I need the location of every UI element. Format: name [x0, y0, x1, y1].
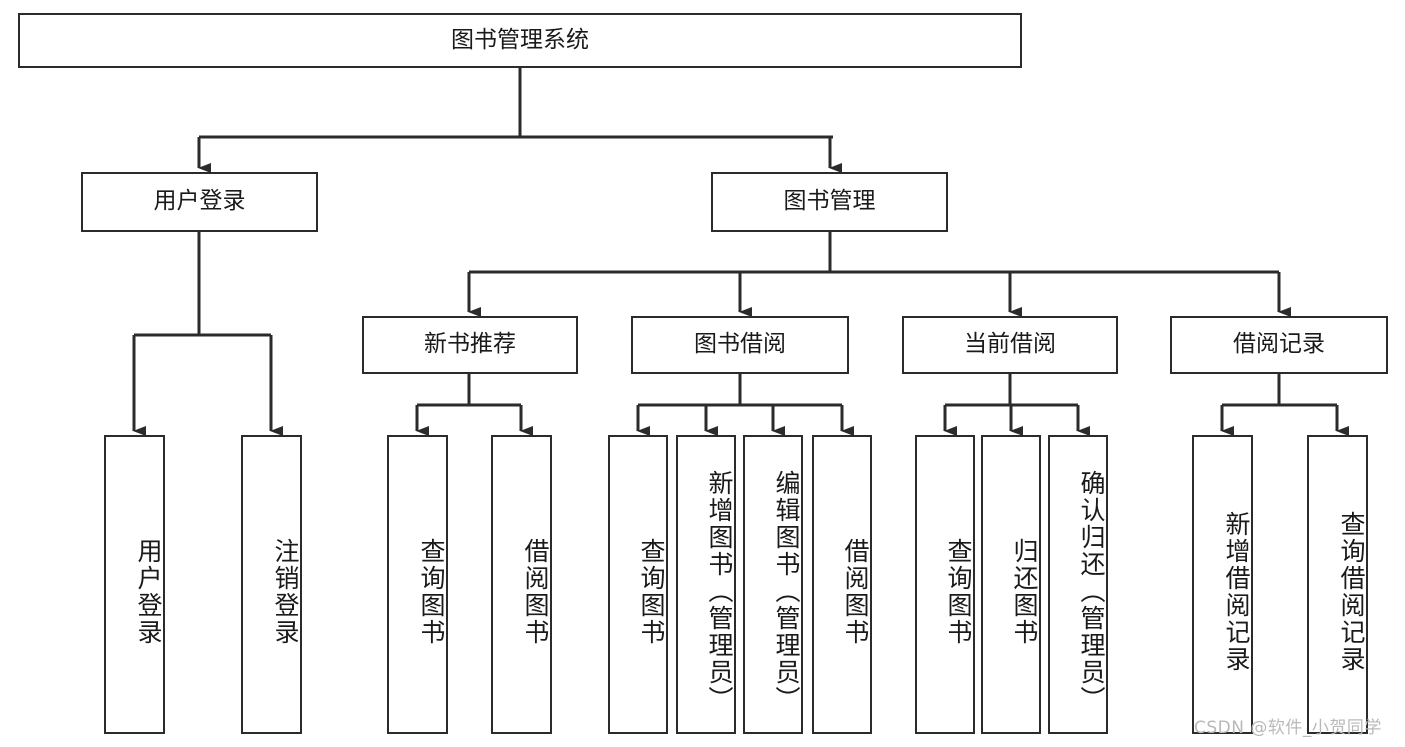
node-leaf-query-book-3-label: 查询图书 — [944, 537, 973, 646]
node-book-management-label: 图书管理 — [783, 188, 876, 215]
node-borrow-record-label: 借阅记录 — [1233, 331, 1325, 358]
node-leaf-query-book-2-label: 查询图书 — [637, 537, 666, 646]
node-leaf-borrow-book-2[interactable]: 借阅图书 — [812, 435, 872, 734]
csdn-watermark: CSDN @软件_小贺同学 — [1194, 718, 1382, 738]
node-leaf-query-book-1-label: 查询图书 — [417, 537, 446, 646]
node-leaf-add-record-label: 新增借阅记录 — [1222, 510, 1251, 673]
node-leaf-query-book-2[interactable]: 查询图书 — [608, 435, 668, 734]
node-leaf-add-book[interactable]: 新增图书（管理员） — [676, 435, 736, 734]
node-leaf-confirm-return[interactable]: 确认归还（管理员） — [1048, 435, 1108, 734]
node-leaf-logout-label: 注销登录 — [271, 537, 300, 646]
node-leaf-borrow-book-1[interactable]: 借阅图书 — [491, 435, 552, 734]
node-user-login-label: 用户登录 — [153, 188, 246, 215]
node-leaf-borrow-book-2-label: 借阅图书 — [841, 537, 870, 646]
node-new-book-recommend[interactable]: 新书推荐 — [362, 316, 578, 374]
node-leaf-user-login-label: 用户登录 — [134, 537, 163, 646]
node-leaf-query-book-1[interactable]: 查询图书 — [387, 435, 448, 734]
node-current-borrow-label: 当前借阅 — [964, 331, 1056, 358]
node-leaf-return-book-label: 归还图书 — [1010, 537, 1039, 646]
node-leaf-add-record[interactable]: 新增借阅记录 — [1192, 435, 1253, 734]
node-book-borrow[interactable]: 图书借阅 — [631, 316, 849, 374]
node-leaf-edit-book-label: 编辑图书（管理员） — [772, 470, 801, 713]
node-root-label: 图书管理系统 — [451, 26, 589, 53]
node-borrow-record[interactable]: 借阅记录 — [1170, 316, 1388, 374]
node-leaf-confirm-return-label: 确认归还（管理员） — [1077, 470, 1106, 713]
node-leaf-add-book-label: 新增图书（管理员） — [705, 470, 734, 713]
node-new-book-recommend-label: 新书推荐 — [424, 331, 516, 358]
node-leaf-query-book-3[interactable]: 查询图书 — [915, 435, 975, 734]
node-root[interactable]: 图书管理系统 — [18, 13, 1022, 68]
node-leaf-user-login[interactable]: 用户登录 — [104, 435, 165, 734]
node-leaf-query-record-label: 查询借阅记录 — [1337, 510, 1366, 673]
node-book-management[interactable]: 图书管理 — [711, 172, 948, 232]
node-user-login[interactable]: 用户登录 — [81, 172, 318, 232]
node-leaf-query-record[interactable]: 查询借阅记录 — [1307, 435, 1368, 734]
node-leaf-logout[interactable]: 注销登录 — [241, 435, 302, 734]
node-current-borrow[interactable]: 当前借阅 — [902, 316, 1118, 374]
node-leaf-borrow-book-1-label: 借阅图书 — [521, 537, 550, 646]
node-leaf-edit-book[interactable]: 编辑图书（管理员） — [743, 435, 803, 734]
node-leaf-return-book[interactable]: 归还图书 — [981, 435, 1041, 734]
node-book-borrow-label: 图书借阅 — [694, 331, 786, 358]
